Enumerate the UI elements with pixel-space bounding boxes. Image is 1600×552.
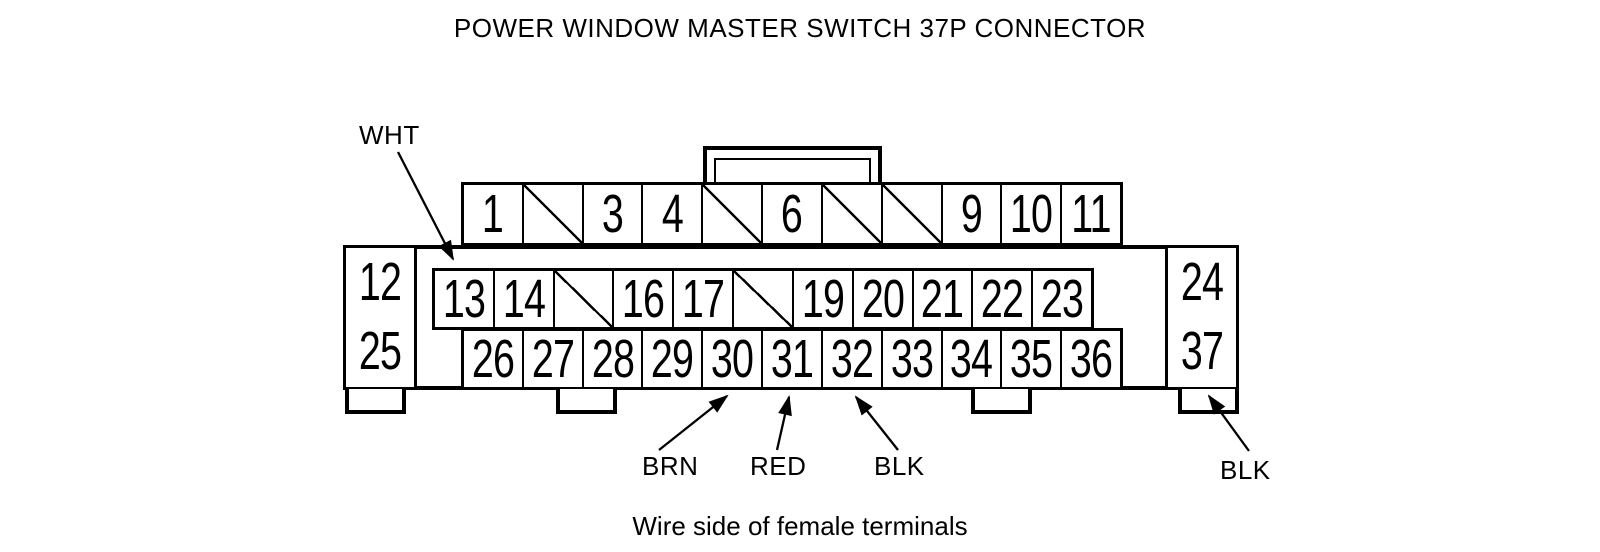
pin-34-label: 34 — [950, 331, 993, 387]
wire-label-blk-right: BLK — [1220, 455, 1271, 485]
pin-30: 30 — [701, 331, 761, 387]
pin-33: 33 — [880, 331, 941, 387]
pin-3: 3 — [581, 185, 642, 243]
pin-29: 29 — [641, 331, 701, 387]
latch-tab-inner — [714, 158, 871, 184]
pin-row-bottom: 26 27 28 29 30 31 32 33 34 35 36 — [461, 328, 1123, 390]
pin-32-label: 32 — [830, 331, 874, 387]
pin-35: 35 — [1000, 331, 1060, 387]
wire-label-wht: WHT — [359, 120, 420, 150]
mount-tab-4 — [1178, 389, 1239, 414]
pin-29-label: 29 — [651, 331, 694, 387]
pin-13-label: 13 — [442, 271, 486, 327]
pin-9: 9 — [940, 185, 1001, 243]
page-title: POWER WINDOW MASTER SWITCH 37P CONNECTOR — [453, 13, 1147, 43]
blocked-slot — [701, 185, 762, 243]
brn-arrow — [658, 394, 729, 451]
pin-10: 10 — [1000, 185, 1060, 243]
pin-9-label: 9 — [960, 185, 983, 243]
pin-21-label: 21 — [921, 271, 964, 327]
pin-21: 21 — [911, 271, 972, 327]
pin-31-label: 31 — [770, 331, 814, 387]
pin-24: 24 — [1165, 245, 1239, 318]
pin-27: 27 — [521, 331, 582, 387]
pin-11-label: 11 — [1071, 185, 1111, 243]
blocked-slot — [820, 185, 881, 243]
pin-25: 25 — [343, 315, 417, 390]
wire-label-blk-mid: BLK — [874, 451, 925, 481]
pin-28: 28 — [581, 331, 642, 387]
caption: Wire side of female terminals — [632, 511, 968, 541]
pin-26: 26 — [464, 331, 522, 387]
pin-26-label: 26 — [471, 331, 515, 387]
pin-19-label: 19 — [801, 271, 845, 327]
pin-37: 37 — [1165, 315, 1239, 390]
pin-12-label: 12 — [358, 251, 402, 312]
pin-28-label: 28 — [591, 331, 634, 387]
pin-24-label: 24 — [1180, 251, 1224, 312]
pin-23-label: 23 — [1040, 271, 1084, 327]
blocked-slot — [521, 185, 582, 243]
pin-1: 1 — [464, 185, 522, 243]
wht-arrow — [396, 151, 455, 261]
pin-32: 32 — [820, 331, 881, 387]
pin-27-label: 27 — [531, 331, 575, 387]
pin-30-label: 30 — [710, 331, 754, 387]
blocked-slot — [552, 271, 613, 327]
pin-row-middle: 13 14 16 17 19 20 21 22 23 — [432, 268, 1094, 330]
pin-12: 12 — [343, 245, 417, 318]
pin-14: 14 — [492, 271, 553, 327]
mount-tab-3 — [971, 389, 1032, 414]
pin-6-label: 6 — [781, 185, 803, 243]
pin-22-label: 22 — [981, 271, 1024, 327]
blk-mid-arrow — [854, 395, 899, 451]
pin-17-label: 17 — [681, 271, 725, 327]
pin-4: 4 — [641, 185, 701, 243]
pin-14-label: 14 — [502, 271, 546, 327]
mount-tab-1 — [345, 389, 406, 414]
pin-16-label: 16 — [622, 271, 665, 327]
pin-33-label: 33 — [890, 331, 933, 387]
pin-37-label: 37 — [1180, 321, 1224, 381]
pin-13: 13 — [435, 271, 493, 327]
blocked-slot — [732, 271, 792, 327]
pin-16: 16 — [612, 271, 672, 327]
pin-22: 22 — [971, 271, 1031, 327]
pin-36: 36 — [1060, 331, 1120, 387]
pin-11: 11 — [1060, 185, 1120, 243]
pin-17: 17 — [672, 271, 732, 327]
mount-tab-2 — [556, 389, 617, 414]
pin-23: 23 — [1031, 271, 1091, 327]
pin-20-label: 20 — [861, 271, 904, 327]
latch-tab — [703, 146, 882, 184]
pin-25-label: 25 — [358, 321, 402, 381]
pin-10-label: 10 — [1010, 185, 1053, 243]
pin-36-label: 36 — [1069, 331, 1113, 387]
red-arrow — [775, 395, 792, 451]
pin-20: 20 — [851, 271, 912, 327]
pin-35-label: 35 — [1010, 331, 1053, 387]
pin-4-label: 4 — [661, 185, 684, 243]
pin-3-label: 3 — [601, 185, 624, 243]
blocked-slot — [880, 185, 941, 243]
pin-19: 19 — [791, 271, 852, 327]
wire-label-red: RED — [750, 451, 807, 481]
pin-1-label: 1 — [482, 185, 504, 243]
wire-label-brn: BRN — [642, 451, 699, 481]
pin-34: 34 — [940, 331, 1001, 387]
pin-31: 31 — [761, 331, 821, 387]
pin-6: 6 — [761, 185, 821, 243]
